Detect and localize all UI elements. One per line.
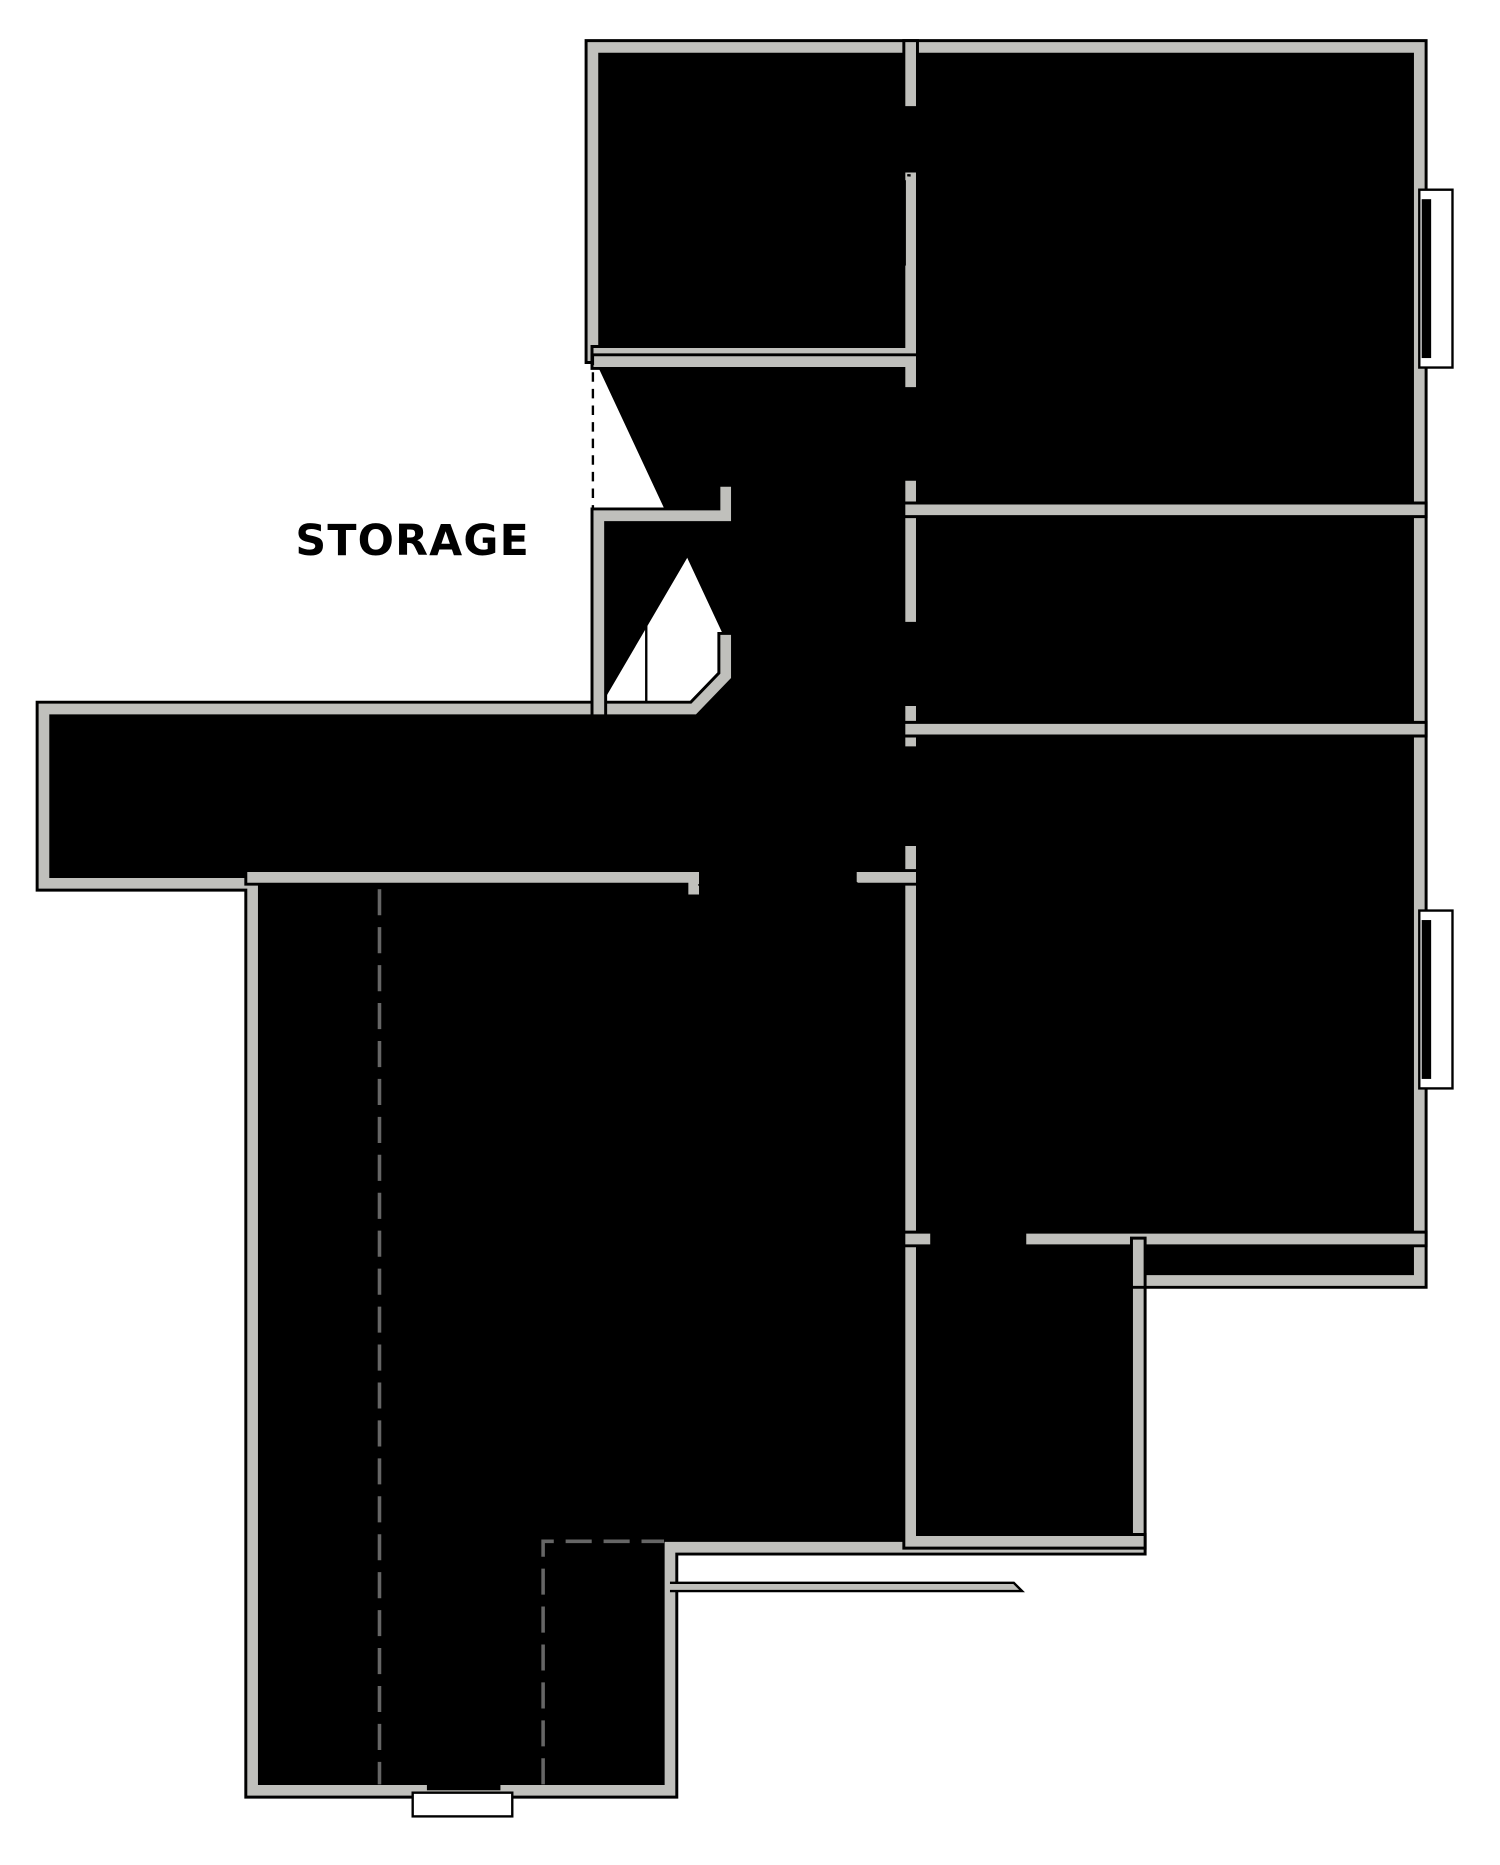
room-labels: CLOSET 7'2x7'0 BEDROOM #4 12'0x10'8 STOR… xyxy=(295,168,1348,1466)
dashed-lines xyxy=(377,889,665,1785)
doors xyxy=(697,106,1033,1315)
game-room-name-2: ROOM xyxy=(487,1218,640,1268)
tub-label-2: /SHOWER xyxy=(1368,585,1384,661)
windows xyxy=(411,188,1454,1818)
bath-fixtures: LINEN 5' TUB /SHOWER xyxy=(917,516,1413,721)
bedroom-3-name: BEDROOM #3 xyxy=(996,960,1333,1010)
game-room-dims: 15'4x21'6 xyxy=(463,1279,663,1326)
closet-1-name: CLOSET xyxy=(658,168,847,218)
game-room-name-1: GAME xyxy=(491,1164,635,1214)
closet-shelving xyxy=(639,58,1090,1505)
storage-name: STORAGE xyxy=(295,516,529,566)
tub-label-1: 5' TUB xyxy=(1352,597,1368,648)
landing-name: LANDING xyxy=(618,761,844,811)
bedroom-4-name: BEDROOM #4 xyxy=(1011,240,1348,290)
closet-1-dims: 7'2x7'0 xyxy=(679,230,828,277)
stairs xyxy=(64,720,538,872)
bedroom-3-dims: 12'0x11'10 xyxy=(1049,1021,1274,1068)
linen-label: LINEN xyxy=(1228,525,1276,541)
closet-2-name: CLOSET xyxy=(927,1360,1116,1410)
bath-name: BATH xyxy=(1078,631,1210,681)
closet-2-dims: 5'0x7'0 xyxy=(948,1419,1097,1466)
bedroom-4-dims: 12'0x10'8 xyxy=(1077,299,1277,346)
